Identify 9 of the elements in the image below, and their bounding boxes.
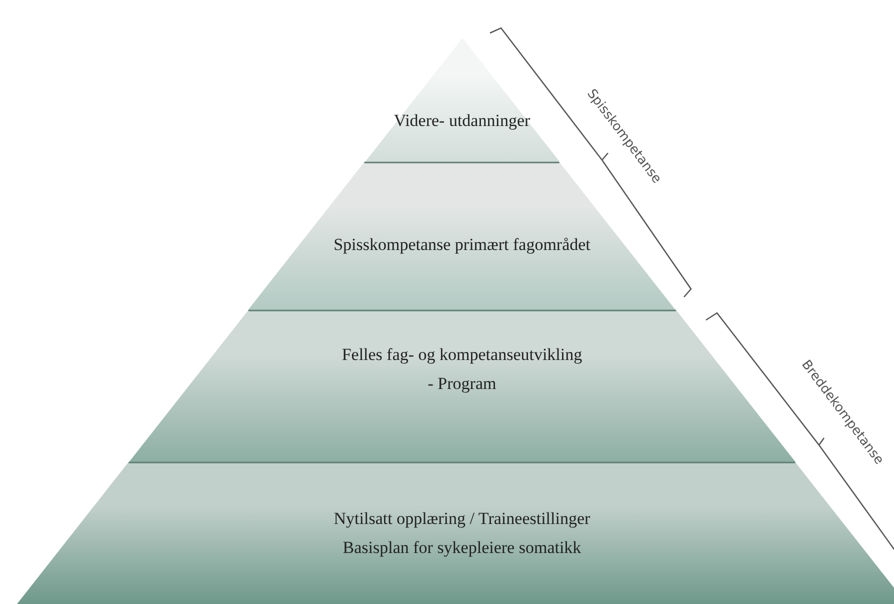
layer-text: Nytilsatt opplæring / Traineestillinger bbox=[334, 508, 590, 530]
layer-text: Videre- utdanninger bbox=[394, 110, 530, 132]
pyramid-layer bbox=[364, 38, 560, 162]
pyramid-layer bbox=[17, 462, 894, 604]
layer-text: Basisplan for sykepleiere somatikk bbox=[342, 537, 582, 558]
layer-text: Felles fag- og kompetanseutvikling bbox=[342, 344, 582, 366]
layer-text: Spisskompetanse primært fagområdet bbox=[334, 234, 590, 256]
layer-text: - Program bbox=[428, 373, 496, 394]
pyramid-layer bbox=[128, 310, 796, 462]
